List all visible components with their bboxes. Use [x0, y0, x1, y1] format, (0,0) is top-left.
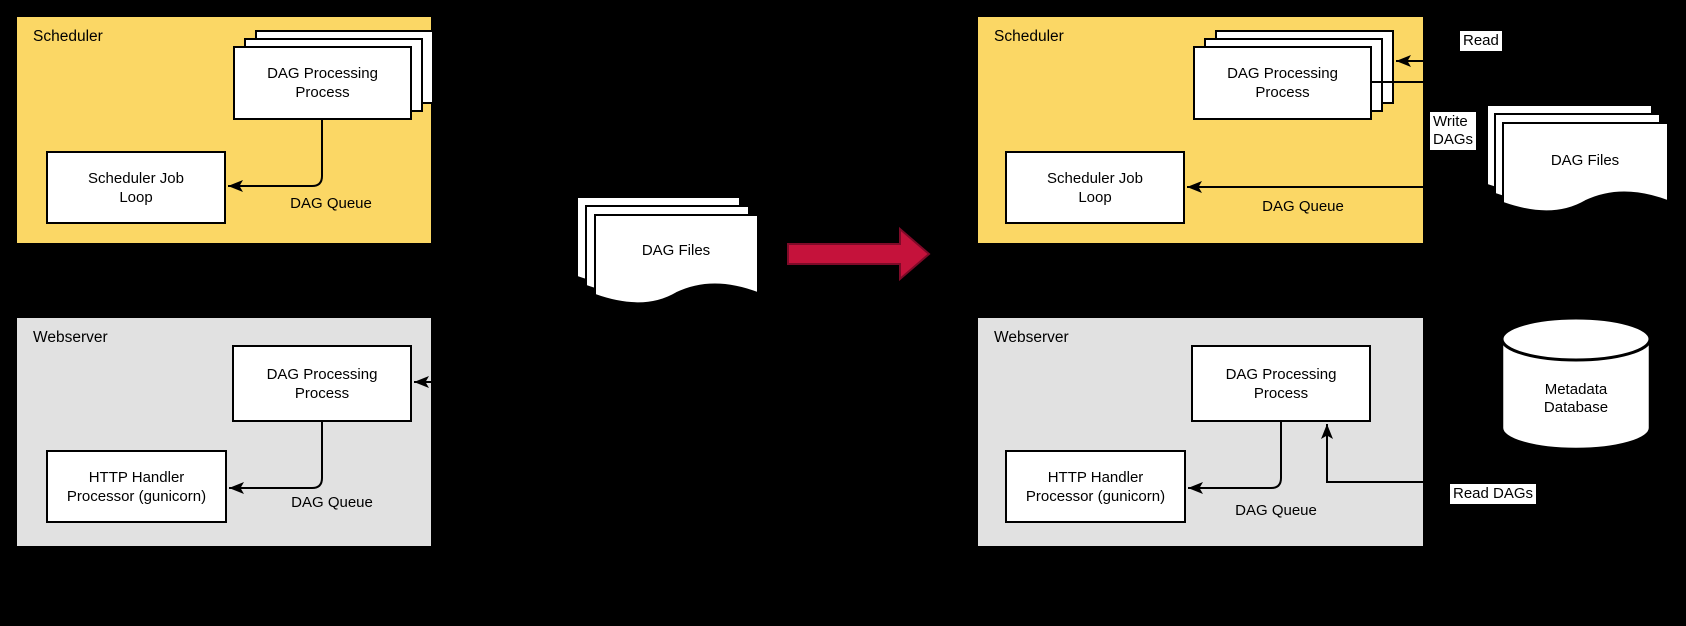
node-label: DAG Processing Process	[267, 65, 378, 101]
dag-files-label: DAG Files	[641, 242, 711, 259]
dag-queue-label: DAG Queue	[1262, 198, 1344, 215]
dag-processing-process-node: DAG Processing Process	[1191, 345, 1371, 422]
dag-files-label: DAG Files	[1550, 152, 1620, 169]
document-shape	[1486, 104, 1653, 195]
node-label: HTTP Handler Processor (gunicorn)	[66, 468, 207, 505]
transition-arrow	[787, 226, 931, 282]
node-label: DAG Processing Process	[1225, 365, 1337, 402]
scheduler-job-loop-node: Scheduler Job Loop	[1005, 151, 1185, 224]
scheduler-group-label: Scheduler	[994, 28, 1064, 45]
metadata-database-label: Metadata Database	[1543, 381, 1609, 416]
webserver-group-label: Webserver	[33, 329, 108, 346]
webserver-group-label: Webserver	[994, 329, 1069, 346]
read-edge-label: Read	[1460, 31, 1502, 51]
dag-processing-process-node: DAG Processing Process	[232, 345, 412, 422]
dag-queue-label: DAG Queue	[291, 494, 373, 511]
scheduler-job-loop-node: Scheduler Job Loop	[46, 151, 226, 224]
dag-processing-process-node: DAG Processing Process	[1193, 46, 1372, 120]
dag-queue-label: DAG Queue	[290, 195, 372, 212]
dag-processing-process-node: DAG Processing Process	[233, 46, 412, 120]
http-handler-node: HTTP Handler Processor (gunicorn)	[46, 450, 227, 523]
read-dags-edge-label: Read DAGs	[1450, 484, 1537, 504]
node-label: Scheduler Job Loop	[88, 169, 184, 206]
dag-queue-label: DAG Queue	[1235, 502, 1317, 519]
write-dags-edge-label: Write DAGs	[1430, 112, 1477, 150]
node-label: Scheduler Job Loop	[1047, 169, 1143, 206]
scheduler-group-label: Scheduler	[33, 28, 103, 45]
http-handler-node: HTTP Handler Processor (gunicorn)	[1005, 450, 1186, 523]
cylinder-top	[1500, 316, 1652, 362]
node-label: HTTP Handler Processor (gunicorn)	[1025, 468, 1166, 505]
node-label: DAG Processing Process	[1227, 65, 1338, 101]
node-label: DAG Processing Process	[266, 365, 378, 402]
